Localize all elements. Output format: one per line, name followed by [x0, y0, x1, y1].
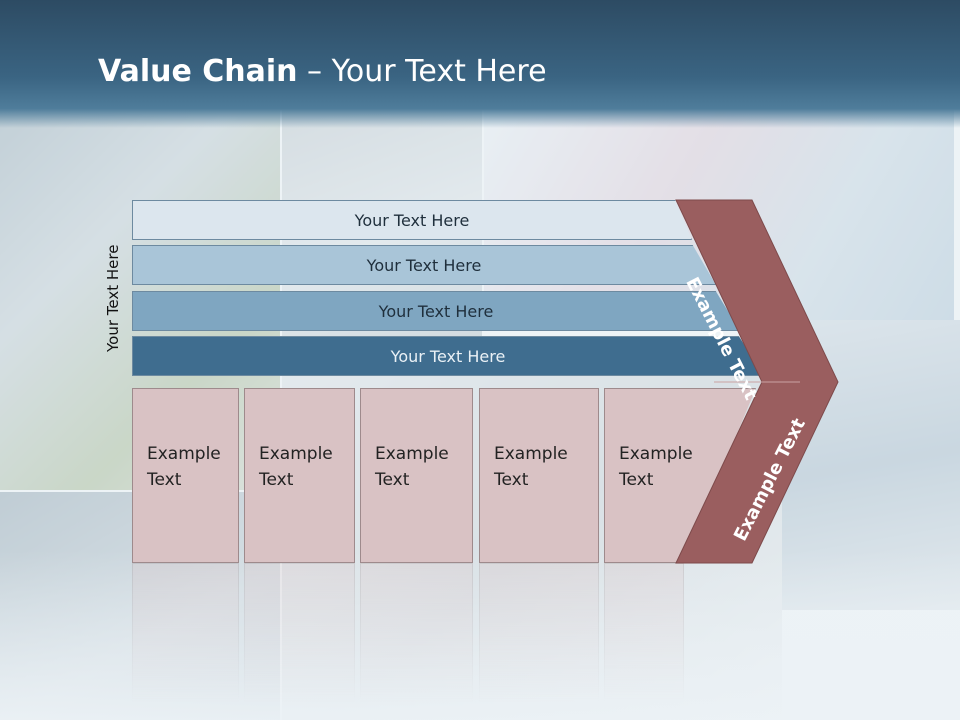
- box-line2: Text: [147, 470, 182, 490]
- example-box-1[interactable]: Example Text: [132, 388, 239, 563]
- box-line2: Text: [375, 470, 410, 490]
- value-bar-label: Your Text Here: [378, 301, 494, 321]
- box-line1: Example: [375, 444, 449, 464]
- slide-title[interactable]: Value Chain – Your Text Here: [98, 54, 547, 89]
- header-band: Value Chain – Your Text Here: [0, 0, 960, 128]
- box-line1: Example: [259, 444, 333, 464]
- example-box-2[interactable]: Example Text: [244, 388, 355, 563]
- value-bar-4[interactable]: Your Text Here: [132, 336, 764, 376]
- title-bold-text: Value Chain: [98, 54, 298, 89]
- value-bar-label: Your Text Here: [354, 210, 470, 230]
- value-bar-label: Your Text Here: [390, 346, 506, 366]
- value-bar-3[interactable]: Your Text Here: [132, 291, 740, 331]
- box-line2: Text: [619, 470, 654, 490]
- box-line1: Example: [494, 444, 568, 464]
- example-box-3[interactable]: Example Text: [360, 388, 473, 563]
- box-line1: Example: [619, 444, 693, 464]
- box-line2: Text: [494, 470, 529, 490]
- example-box-4[interactable]: Example Text: [479, 388, 599, 563]
- value-bar-label: Your Text Here: [366, 255, 482, 275]
- title-rest-text: – Your Text Here: [297, 54, 547, 89]
- value-bar-2[interactable]: Your Text Here: [132, 245, 716, 285]
- box-line1: Example: [147, 444, 221, 464]
- bottom-fade: [0, 550, 960, 720]
- side-label[interactable]: Your Text Here: [104, 244, 122, 352]
- value-bar-1[interactable]: Your Text Here: [132, 200, 692, 240]
- box-line2: Text: [259, 470, 294, 490]
